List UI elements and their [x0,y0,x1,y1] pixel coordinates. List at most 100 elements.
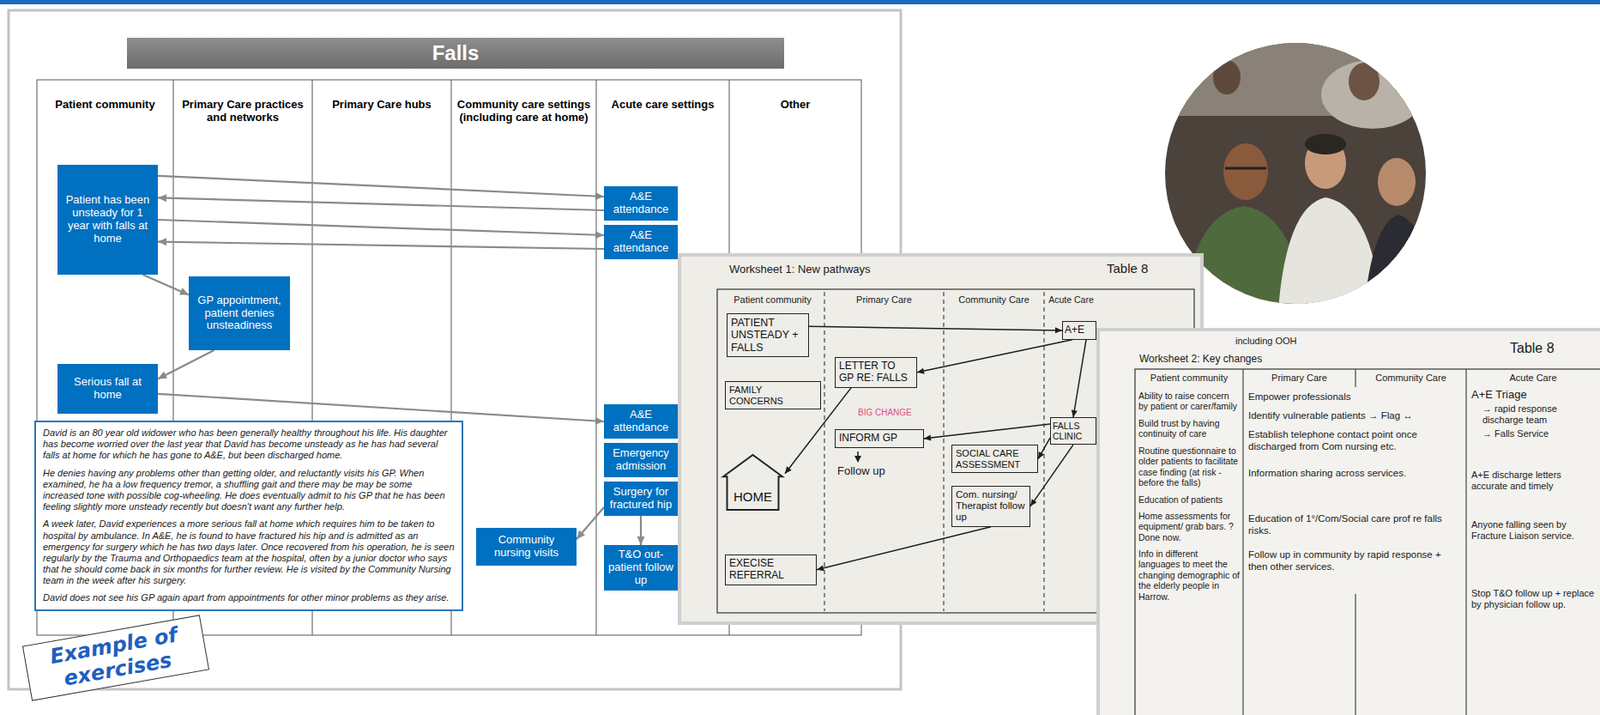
photo-glasses [1225,167,1267,170]
column-header: Acute Care [1466,372,1600,384]
sketch-box: FALLS CLINIC [1050,416,1097,445]
handwritten-note: Education of 1°/Com/Social care prof re … [1248,513,1462,537]
column-header: Community Care [943,294,1045,306]
connector-line [576,507,604,539]
arrowhead [595,230,604,239]
lane-divider [1043,291,1045,611]
connector [816,526,991,572]
column-header: Acute care settings [596,97,730,111]
sketch-box: PATIENT UNSTEADY + FALLS [726,313,810,357]
lane-divider [1354,368,1356,387]
handwritten-note: Info in different languages to meet the … [1138,548,1240,602]
node-text: A&E attendance [606,408,676,435]
arrowhead [179,287,189,295]
column-header: Patient community [36,97,174,111]
worksheet-table [1135,368,1600,715]
sketch-box: A+E [1062,320,1097,340]
node-text: David does not see his GP again apart fr… [42,591,455,604]
lane-divider [1354,593,1356,715]
lane-divider [823,291,825,611]
node-text: David is an 80 year old widower who has … [42,427,455,462]
node-text: A week later, David experiences a more s… [42,518,455,586]
node-text: A+E [1064,323,1085,336]
worksheet-title: Worksheet 1: New pathways [729,262,953,276]
connector-line [1030,444,1074,507]
arrowhead [1030,498,1038,507]
house-line [723,454,783,510]
column-header: Patient community [1135,372,1244,384]
column-header: Patient community [720,294,825,306]
lane-divider [596,79,598,635]
process-box: A&E attendance [603,224,678,260]
arrowhead [157,193,167,202]
handwritten-note: Stop T&O follow up + replace by physicia… [1471,587,1596,610]
process-box: A&E attendance [603,404,678,439]
arrowhead [1071,410,1078,417]
node-text: Com. nursing/ Therapist follow up [955,489,1026,522]
process-box: Community nursing visits [476,527,577,566]
connector-line [157,241,604,249]
connector-line [157,219,604,236]
arrowhead [157,371,168,380]
lane-divider [942,291,944,611]
photo-head [1223,143,1268,200]
handwritten-note: Routine questionnaire to older patients … [1138,445,1240,489]
top-bar [0,0,1600,5]
lane-divider [1465,368,1467,715]
connector-line [784,387,852,474]
case-study-box: David is an 80 year old widower who has … [34,420,464,611]
handwritten-note: Education of patients [1138,494,1240,505]
connector [1030,444,1074,507]
node-text: Surgery for fractured hip [606,485,676,512]
handwritten-note: → rapid response discharge team [1482,403,1596,426]
connector-line [157,350,215,379]
connector [157,219,604,239]
column-header: Acute Care [1044,294,1099,305]
arrowhead [1038,451,1045,459]
worksheet-photo [1098,329,1600,715]
photo-hair [1304,133,1347,155]
connector-line [917,339,1073,373]
connector-line [157,175,604,197]
node-text: Community nursing visits [478,533,574,560]
column-header: Community care settings (including care … [451,97,597,125]
title-bar [126,37,785,69]
node-text: Patient has been unsteady for 1 year wit… [60,193,156,246]
node-text: Serious fall at home [60,375,156,402]
arrowhead [917,368,925,375]
house-shape: HOME [720,452,785,512]
node-text: A&E attendance [606,229,676,255]
handwritten-note: Follow up in community by rapid response… [1248,549,1462,573]
column-header: Other [729,97,862,111]
handwritten-note: → Falls Service [1482,428,1596,440]
worksheet-title: Worksheet 2: Key changes [1139,352,1311,365]
photo-window [1321,60,1425,129]
process-box: GP appointment, patient denies unsteadin… [188,276,290,351]
connector-line [157,393,604,422]
connector-line [1073,339,1087,417]
arrowhead [637,536,646,545]
node-text: Emergency admission [606,446,676,473]
node-text: HOME [733,489,773,504]
node-text: LETTER TO GP RE: FALLS [839,359,908,384]
handwritten-note: Follow up [837,464,906,477]
connector-line [157,197,604,211]
process-box: Patient has been unsteady for 1 year wit… [57,164,158,275]
photo-person [1364,214,1433,309]
node-text: T&O out-patient follow up [606,548,676,587]
connector [1038,437,1051,459]
connector [917,339,1073,375]
arrowhead [157,237,167,246]
handwritten-note: Build trust by having continuity of care [1138,417,1240,440]
column-header: Community Care [1355,372,1467,384]
sketch-box: INFORM GP [834,428,924,448]
connector [142,274,189,296]
table-number: Table 8 [1106,260,1184,277]
handwritten-note: Information sharing across services. [1248,467,1462,480]
handwritten-note: A+E Triage [1471,387,1596,401]
process-box: Surgery for fractured hip [603,481,678,516]
arrowhead [595,416,604,425]
node-text: He denies having any problems other than… [42,467,455,514]
sketch-box: LETTER TO GP RE: FALLS [834,356,918,388]
